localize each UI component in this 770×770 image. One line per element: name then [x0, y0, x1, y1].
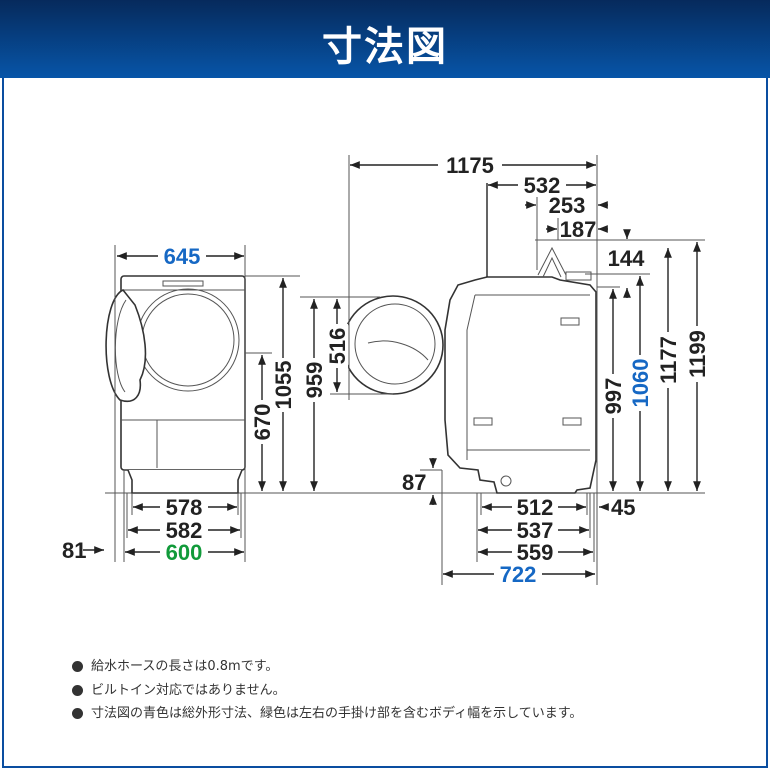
dim-959: 959 [302, 362, 327, 399]
dim-537: 537 [517, 518, 554, 543]
bullet-icon [72, 684, 83, 696]
dim-645: 645 [164, 244, 201, 269]
page-title: 寸法図 [322, 24, 448, 70]
dim-253: 253 [549, 193, 586, 218]
dim-144: 144 [608, 246, 645, 271]
dim-1177: 1177 [656, 336, 681, 384]
dim-670: 670 [250, 404, 275, 441]
dim-532: 532 [524, 173, 561, 198]
dim-1060: 1060 [628, 359, 653, 408]
dim-578: 578 [166, 495, 203, 520]
note-item: 寸法図の青色は総外形寸法、緑色は左右の手掛け部を含むボディ幅を示しています。 [72, 702, 582, 726]
dim-87: 87 [402, 470, 426, 495]
bullet-icon [72, 661, 83, 673]
side-view-washer [310, 155, 705, 585]
notes-list: 給水ホースの長さは0.8mです。 ビルトイン対応ではありません。 寸法図の青色は… [72, 655, 582, 726]
header-bar: 寸法図 [0, 0, 770, 78]
note-item: ビルトイン対応ではありません。 [72, 679, 582, 703]
dim-997: 997 [601, 378, 626, 415]
bullet-icon [72, 708, 83, 720]
dim-187: 187 [560, 217, 597, 242]
dim-81: 81 [62, 538, 86, 563]
dim-516: 516 [325, 328, 350, 365]
dim-1055: 1055 [271, 361, 296, 410]
front-view-washer [105, 245, 300, 562]
dim-45: 45 [611, 495, 635, 520]
note-item: 給水ホースの長さは0.8mです。 [72, 655, 582, 679]
dim-512: 512 [517, 495, 554, 520]
dim-1199: 1199 [685, 330, 710, 378]
dim-600: 600 [166, 540, 203, 565]
dim-582: 582 [166, 518, 203, 543]
dim-1175: 1175 [446, 153, 494, 178]
dim-722: 722 [500, 562, 537, 587]
dim-559: 559 [517, 540, 554, 565]
